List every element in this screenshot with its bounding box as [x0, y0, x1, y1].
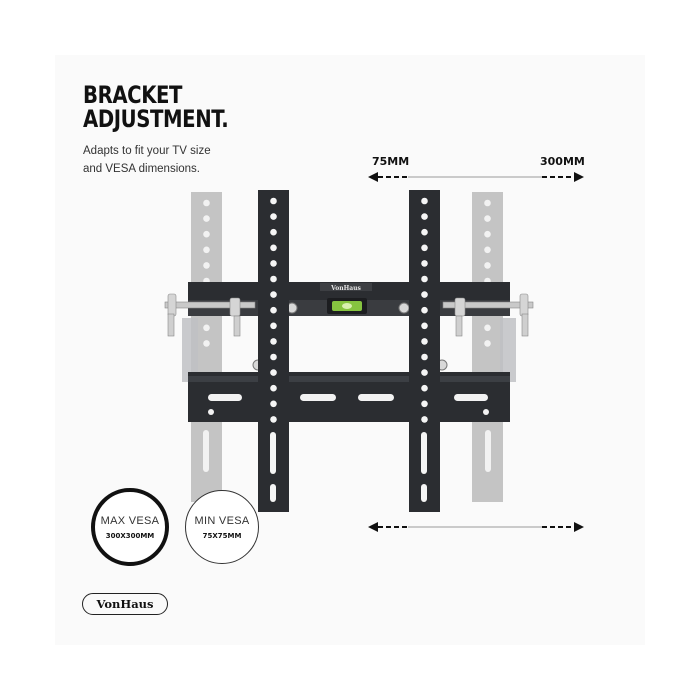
bracket-hole — [270, 322, 277, 330]
ghost-hole — [484, 324, 491, 332]
min-vesa-size: 75X75MM — [202, 531, 242, 540]
subtitle-line-2: and VESA dimensions. — [83, 163, 200, 175]
title-line-1: BRACKET — [83, 81, 183, 109]
ghost-hole — [203, 199, 210, 207]
bracket-hole — [270, 213, 277, 220]
tilt-knob-left — [164, 293, 256, 337]
min-width-label: 75MM — [372, 155, 410, 168]
page-title: BRACKET ADJUSTMENT. — [83, 81, 229, 133]
bracket-hole — [270, 416, 277, 423]
max-vesa-size: 300X300MM — [105, 531, 155, 540]
bracket-hole — [270, 369, 277, 376]
max-width-label: 300MM — [540, 155, 585, 168]
bracket-hole — [421, 213, 428, 220]
min-vesa-title: MIN VESA — [194, 514, 250, 527]
bracket-hole — [421, 322, 428, 330]
bracket-arm-right — [409, 190, 440, 512]
bracket-hole — [421, 228, 428, 236]
bracket-hole — [421, 244, 428, 252]
bracket-hole — [421, 260, 428, 267]
bracket-hole — [270, 306, 277, 314]
ghost-hole — [203, 262, 210, 269]
bracket-hole — [270, 228, 277, 236]
vonhaus-logo: VonHaus — [82, 593, 168, 615]
bracket-hole — [421, 197, 428, 205]
bracket-hole — [270, 244, 277, 252]
bracket-hole — [270, 384, 277, 392]
max-vesa-badge: MAX VESA 300X300MM — [91, 488, 169, 566]
ghost-hole — [484, 215, 491, 222]
ghost-hole — [203, 230, 210, 238]
bracket-hole — [421, 338, 428, 345]
ghost-hole — [484, 262, 491, 269]
min-vesa-badge: MIN VESA 75X75MM — [185, 490, 259, 564]
ghost-hole — [484, 340, 491, 347]
bracket-hole — [421, 275, 428, 283]
max-vesa-title: MAX VESA — [100, 514, 160, 527]
spirit-level — [327, 298, 367, 314]
tilt-knob-right — [442, 293, 534, 337]
ghost-hole — [203, 215, 210, 222]
title-line-2: ADJUSTMENT. — [83, 105, 229, 133]
ghost-hole — [484, 246, 491, 254]
bracket-hole — [421, 369, 428, 376]
bracket-hole — [421, 306, 428, 314]
bracket-hole — [270, 353, 277, 361]
ghost-arm-right — [472, 192, 503, 502]
bracket-hole — [421, 400, 428, 408]
subtitle: Adapts to fit your TV size and VESA dime… — [83, 142, 263, 178]
bracket-hole — [421, 291, 428, 298]
ghost-hole — [484, 199, 491, 207]
bracket-hole — [421, 416, 428, 423]
bracket-hole — [270, 291, 277, 298]
bracket-hole — [270, 260, 277, 267]
ghost-hole — [203, 246, 210, 254]
bracket-hole — [421, 384, 428, 392]
ghost-hole — [484, 230, 491, 238]
bracket-hole — [270, 197, 277, 205]
bracket-hole — [270, 338, 277, 345]
bracket-hole — [270, 400, 277, 408]
bracket-hole — [421, 353, 428, 361]
bracket-hole — [270, 275, 277, 283]
subtitle-line-1: Adapts to fit your TV size — [83, 145, 211, 157]
bracket-arm-left — [258, 190, 289, 512]
ghost-hole — [203, 340, 210, 347]
plate-brand-text: VonHaus — [330, 285, 361, 292]
ghost-hole — [203, 324, 210, 332]
